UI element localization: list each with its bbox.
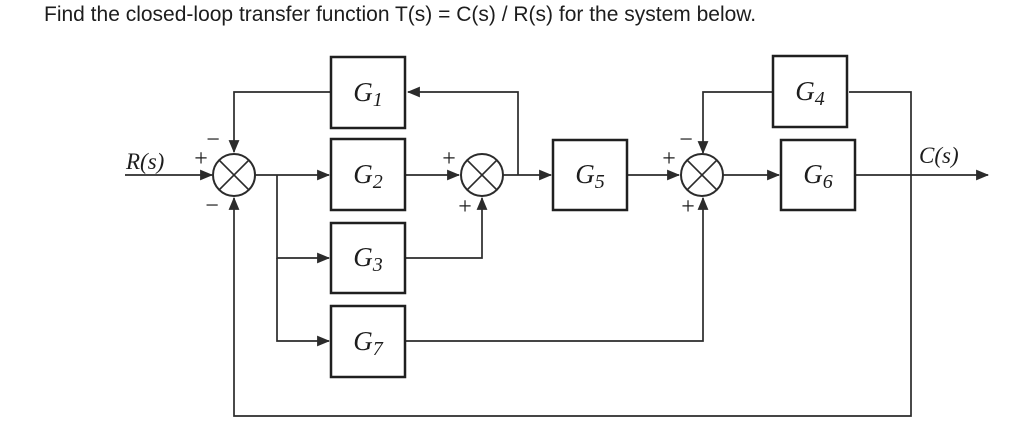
sum3-cross xyxy=(686,159,718,191)
block-g6-box xyxy=(779,138,857,212)
summing-junction-1: + − − xyxy=(194,127,256,219)
block-g6: G6 xyxy=(779,138,857,212)
summing-junction-2: + + xyxy=(442,146,504,220)
sum3-sign-left: + xyxy=(662,146,676,172)
sum1-cross xyxy=(218,159,250,191)
block-g1-box xyxy=(329,55,407,130)
block-g4: G4 xyxy=(771,54,849,129)
block-g7: G7 xyxy=(329,304,407,379)
block-g5: G5 xyxy=(551,138,629,212)
sum2-cross xyxy=(466,159,498,191)
block-g1: G1 xyxy=(329,55,407,130)
wire-pickoff-to-g3 xyxy=(276,175,331,264)
wires xyxy=(125,86,990,417)
block-g2: G2 xyxy=(329,137,407,212)
wire-pickoff-to-g1-input xyxy=(406,86,519,175)
sum1-sign-left: + xyxy=(194,146,208,172)
block-g3: G3 xyxy=(329,221,407,295)
wire-g1-to-sum1-top xyxy=(228,91,331,154)
block-g4-label: G4 xyxy=(795,76,825,110)
wire-g4-to-sum3-top xyxy=(697,91,773,155)
sum1-sign-top: − xyxy=(206,127,220,153)
wire-g7-to-sum3-bottom xyxy=(405,196,709,342)
block-g6-label: G6 xyxy=(803,159,833,193)
wire-g3-to-sum2-bottom xyxy=(405,196,488,259)
wire-outer-feedback-to-sum1-bottom xyxy=(228,175,912,417)
sum2-sign-bottom: + xyxy=(458,194,472,220)
wire-pickoff-to-g4-input xyxy=(849,91,912,175)
block-g5-box xyxy=(551,138,629,212)
output-signal-label: C(s) xyxy=(919,143,959,168)
block-g4-box xyxy=(771,54,849,129)
sum2-sign-left: + xyxy=(442,146,456,172)
input-signal-label: R(s) xyxy=(125,149,164,174)
block-g7-label: G7 xyxy=(353,326,384,360)
block-g1-label: G1 xyxy=(353,77,383,111)
block-g3-label: G3 xyxy=(353,242,383,276)
sum3-sign-bottom: + xyxy=(681,194,695,220)
block-g2-label: G2 xyxy=(353,159,383,193)
sum3-sign-top: − xyxy=(679,127,693,153)
block-g7-box xyxy=(329,304,407,379)
block-g3-box xyxy=(329,221,407,295)
summing-junction-3: + − + xyxy=(662,127,724,220)
block-g2-box xyxy=(329,137,407,212)
problem-statement: Find the closed-loop transfer function T… xyxy=(44,3,757,26)
sum1-sign-bottom: − xyxy=(205,193,219,219)
wire-pickoff-to-g7 xyxy=(276,258,331,347)
block-g5-label: G5 xyxy=(575,159,605,193)
